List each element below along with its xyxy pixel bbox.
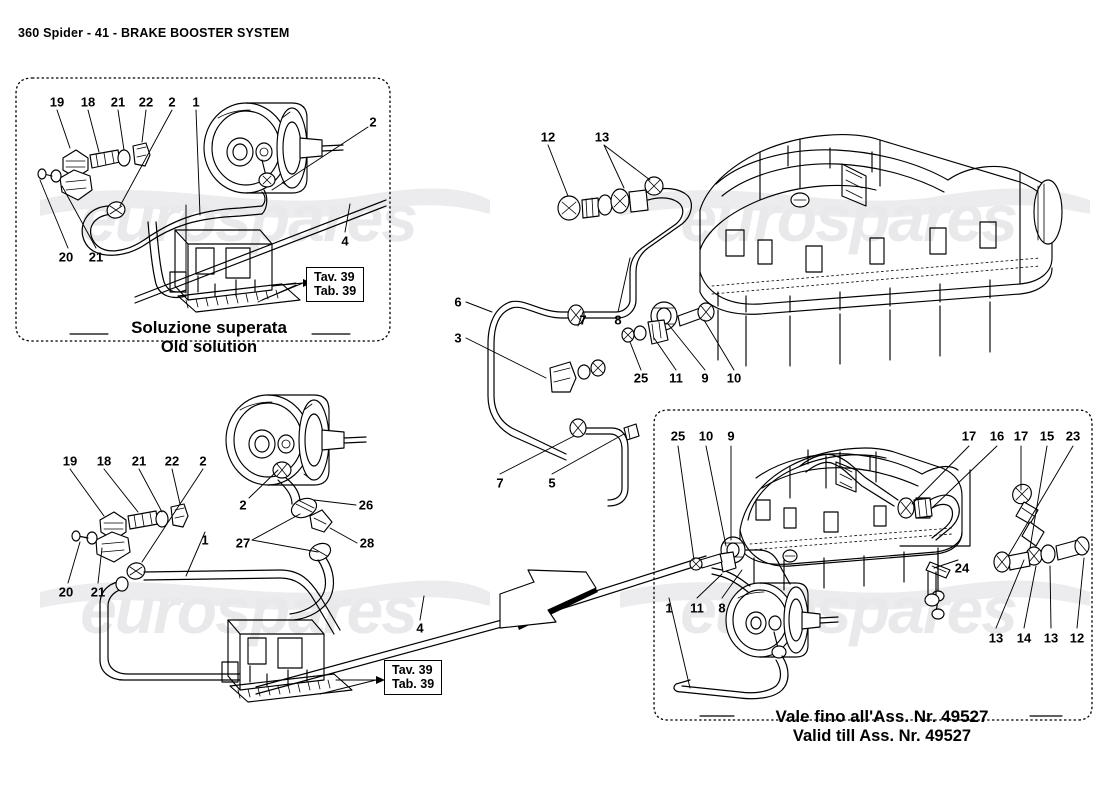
leaders-valid-till [669,446,1084,688]
callout-br-17b: 17 [1013,428,1029,444]
tab-line: Tab. 39 [392,677,435,691]
callout-br-16: 16 [989,428,1005,444]
callout-bl-4: 4 [416,620,424,636]
callout-tl-22: 22 [138,94,154,110]
callout-br-13a: 13 [988,630,1004,646]
callout-bl-22: 22 [164,453,180,469]
callout-bl-2a: 2 [199,453,207,469]
callout-m-25: 25 [633,370,649,386]
callout-br-14: 14 [1016,630,1032,646]
hose-chain-new [278,478,333,620]
callout-br-25: 25 [670,428,686,444]
callout-bl-20: 20 [58,584,74,600]
callout-tl-21b: 21 [88,249,104,265]
watermark-text: eurospares [680,181,1018,255]
tav-tab-box-old: Tav. 39 Tab. 39 [306,267,365,302]
hose-1-new [100,570,340,680]
tav-line: Tav. 39 [314,270,355,284]
callout-bl-1: 1 [201,532,209,548]
callout-bl-28: 28 [359,535,375,551]
caption-italian: Vale fino all'Ass. Nr. 49527 [775,707,989,726]
callout-br-11: 11 [690,600,704,616]
panel-valid-till-border [654,410,1092,720]
hose-8-small [690,537,790,592]
hose-6-3-5 [488,301,639,506]
callout-tl-2b: 2 [369,114,377,130]
callout-tl-2a: 2 [168,94,176,110]
callout-br-12: 12 [1069,630,1085,646]
tav-line: Tav. 39 [392,663,433,677]
caption-english: Old solution [160,337,258,356]
callout-m-7a: 7 [579,312,587,328]
callout-tl-18: 18 [80,94,96,110]
callout-br-17a: 17 [961,428,977,444]
callout-m-12: 12 [540,129,556,145]
tav-connector-old [258,283,296,302]
callout-m-6: 6 [454,294,462,310]
callout-m-7b: 7 [496,475,504,491]
caption-valid-till: Vale fino all'Ass. Nr. 49527 Valid till … [776,707,989,746]
callout-bl-21a: 21 [131,453,147,469]
callout-m-5: 5 [548,475,556,491]
caption-english: Valid till Ass. Nr. 49527 [792,726,972,745]
callout-tl-4: 4 [341,233,349,249]
callout-bl-18: 18 [96,453,112,469]
callout-tl-21a: 21 [110,94,126,110]
callout-tl-1: 1 [192,94,200,110]
tube-4-old [135,200,386,303]
brake-booster-small [674,583,838,699]
callout-br-10: 10 [698,428,714,444]
fittings-old-top [38,143,150,200]
callout-bl-21b: 21 [90,584,106,600]
callout-m-10: 10 [726,370,742,386]
tab-line: Tab. 39 [314,284,357,298]
callout-br-23: 23 [1065,428,1081,444]
callout-bl-27: 27 [235,535,251,551]
callout-m-13: 13 [594,129,610,145]
fittings-new [72,504,188,581]
fittings-right-small [800,454,1089,606]
callout-br-15: 15 [1039,428,1055,444]
callout-br-8: 8 [718,600,726,616]
pedal-box-old [170,230,300,312]
transition-arrow [500,570,598,630]
intake-manifold [700,135,1062,366]
callout-br-1: 1 [665,600,673,616]
callout-m-9: 9 [701,370,709,386]
callout-br-9: 9 [727,428,735,444]
panel-old-solution-border [16,78,390,341]
callout-tl-20: 20 [58,249,74,265]
callout-m-11: 11 [669,370,683,386]
leaders-mid [466,145,734,474]
callout-bl-26: 26 [358,497,374,513]
caption-italian: Soluzione superata [131,318,287,337]
callout-m-3: 3 [454,330,462,346]
tav-tab-box-new: Tav. 39 Tab. 39 [384,660,443,695]
brake-booster-new [226,395,366,485]
page-title: 360 Spider - 41 - BRAKE BOOSTER SYSTEM [18,26,290,40]
watermark-text: eurospares [80,573,418,647]
callout-m-8: 8 [614,312,622,328]
callout-br-24: 24 [954,560,970,576]
callout-bl-2b: 2 [239,497,247,513]
callout-tl-19: 19 [49,94,65,110]
pedal-box-new [222,620,352,702]
callout-bl-19: 19 [62,453,78,469]
vacuum-hose-old [82,190,267,298]
leaders-new [68,469,424,694]
fitting-group-mid [622,302,714,344]
brake-booster-old [204,103,343,193]
hose-12-13 [558,177,691,318]
callout-br-13b: 13 [1043,630,1059,646]
caption-old-solution: Soluzione superata Old solution [131,318,287,357]
